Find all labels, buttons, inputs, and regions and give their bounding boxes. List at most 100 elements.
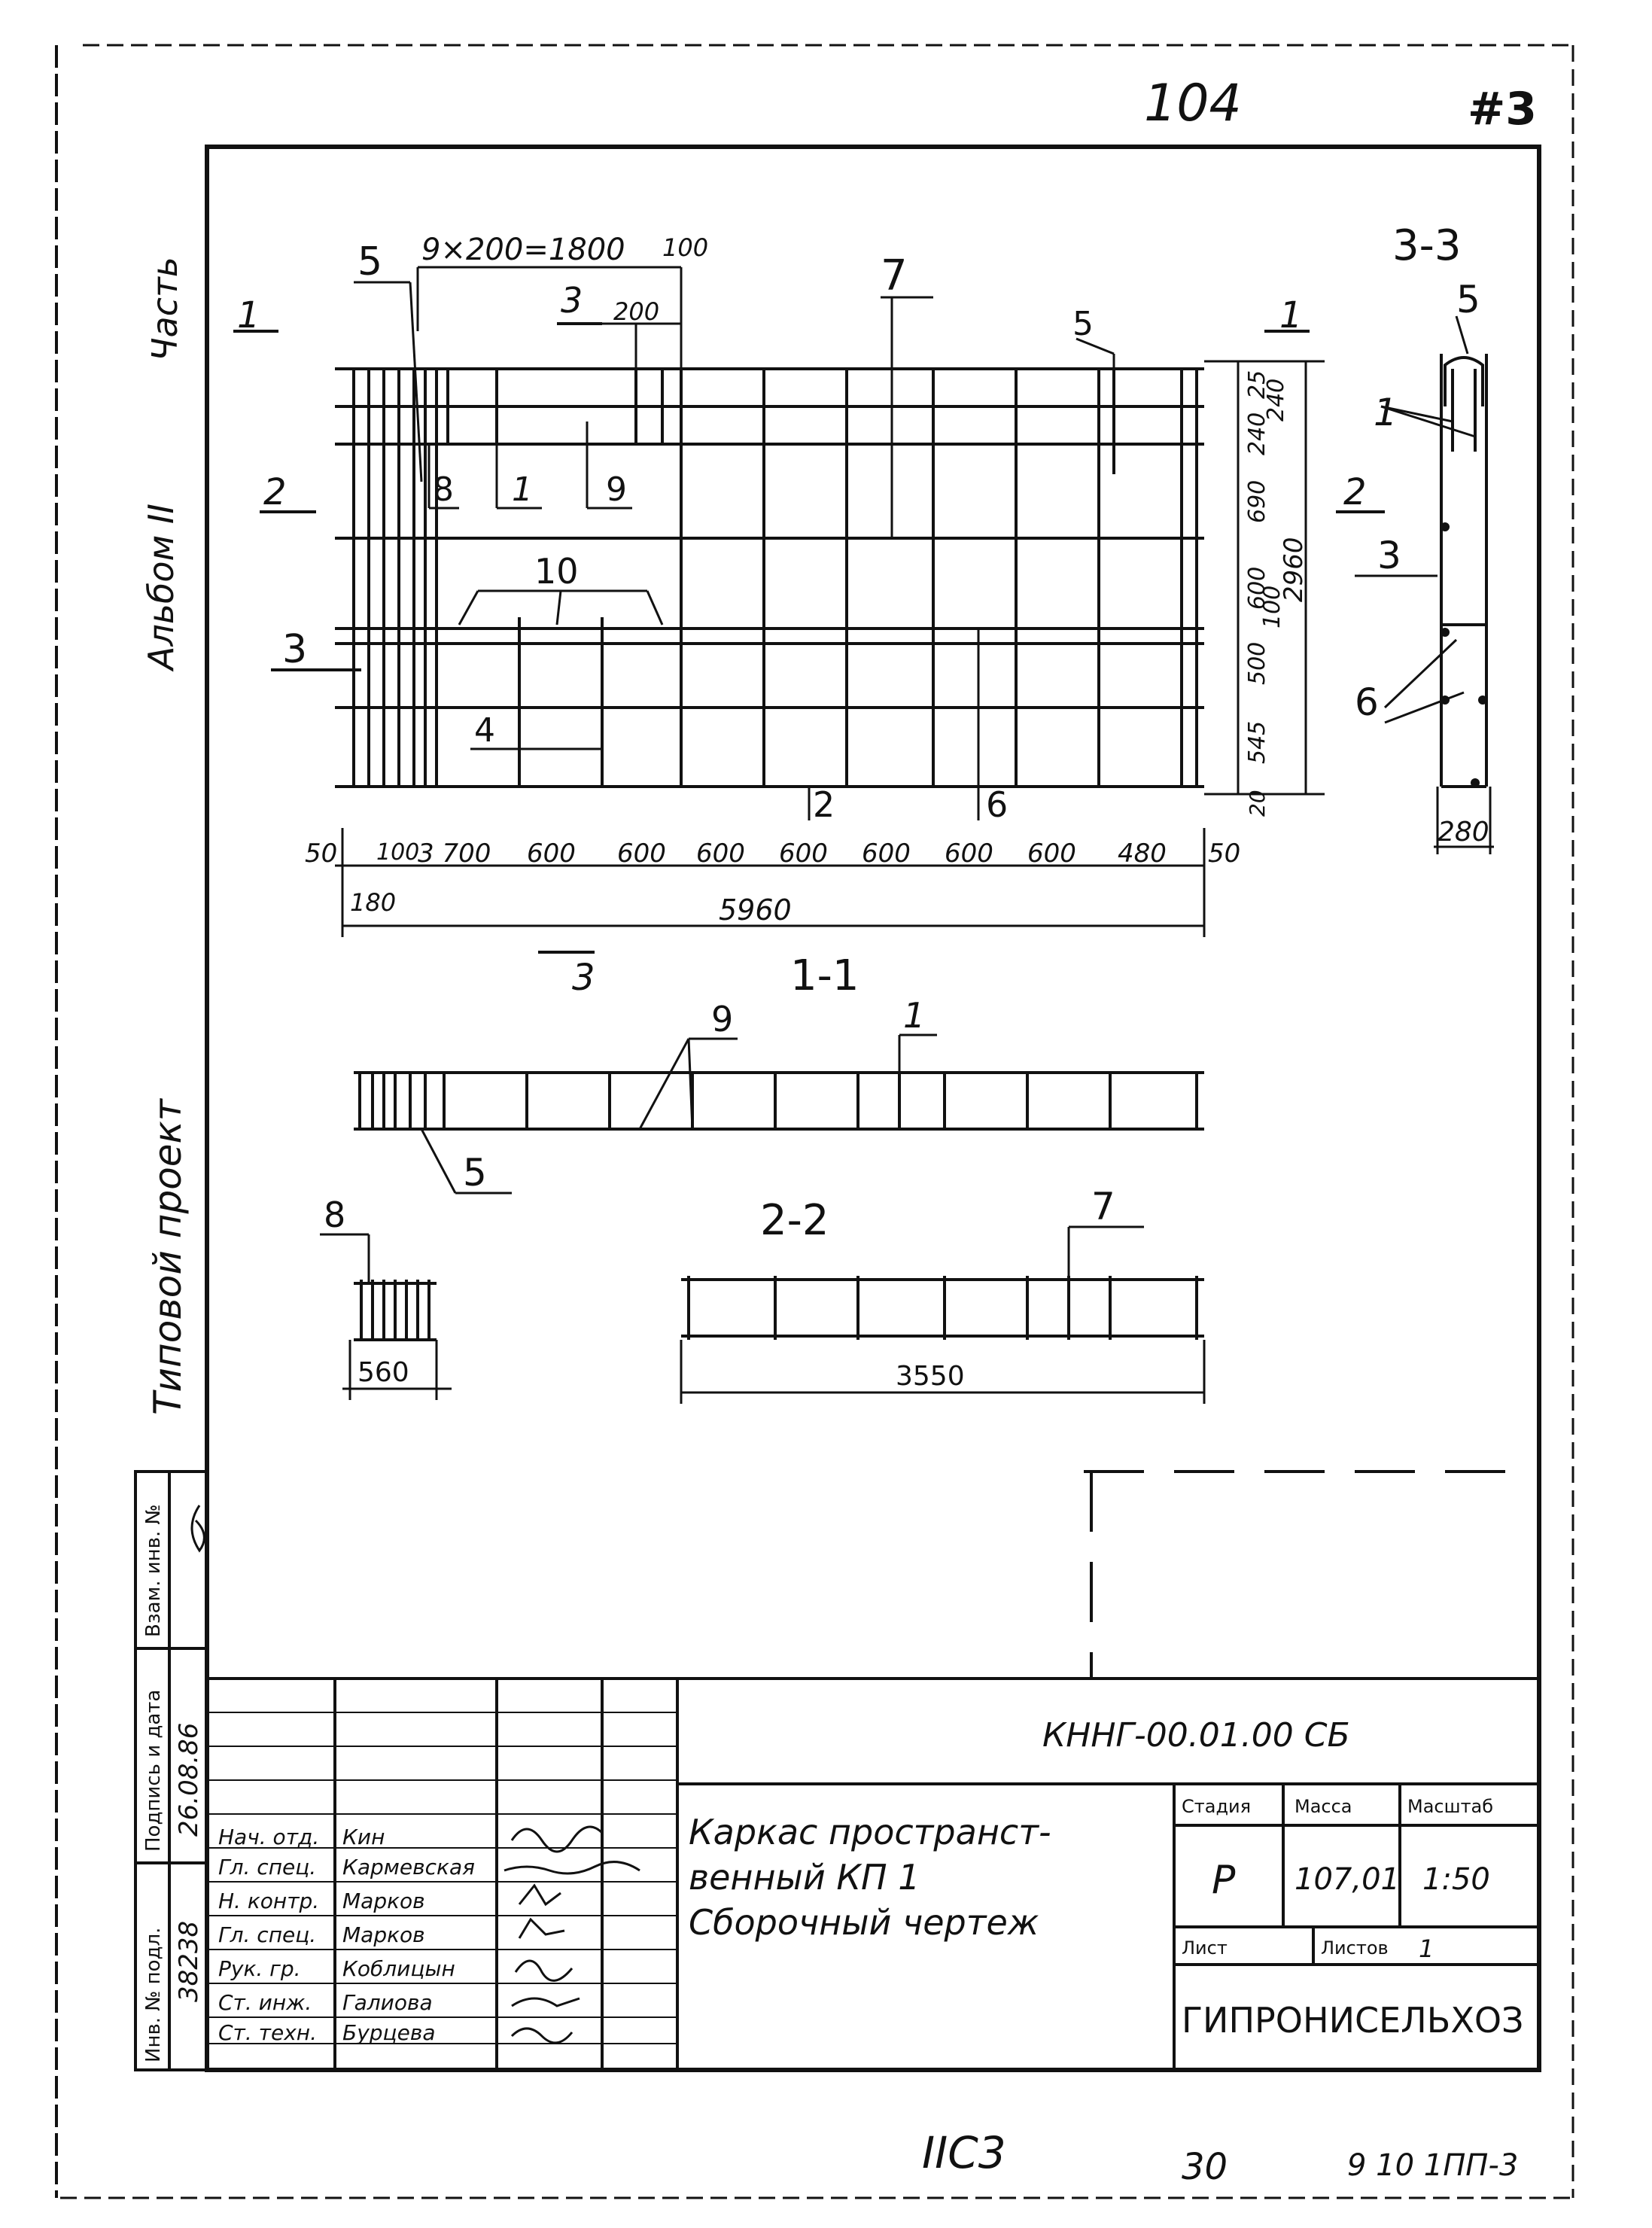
position-2-label: 2 xyxy=(813,784,835,825)
sheets-label: Листов xyxy=(1321,1937,1389,1959)
section-3-3-bar-dot xyxy=(1478,695,1487,705)
section-2-2: 2-2 7 3550 xyxy=(680,1185,1206,1404)
section-1-1-leaders xyxy=(420,1033,937,1195)
main-view-bars xyxy=(335,367,1204,788)
leader-1 xyxy=(1380,405,1453,423)
leader-1 xyxy=(1380,405,1476,438)
page-number: 104 xyxy=(1144,74,1242,133)
right-dim-label: 545 xyxy=(1244,721,1270,764)
sheets-value: 1 xyxy=(1419,1934,1434,1963)
section-3-3: 3-3 5 1 3 6 280 xyxy=(1355,221,1494,854)
section-1-right-label: 1 xyxy=(1279,294,1303,336)
right-dim-label: 240 xyxy=(1263,379,1289,422)
side-stamp-replace-label: Взам. инв. № xyxy=(142,1504,165,1637)
signature-scribbles xyxy=(190,1505,640,2044)
side-stamp-grid xyxy=(134,1470,208,2071)
position-1-label: 1 xyxy=(512,470,533,509)
role-label: Гл. спец. xyxy=(218,1922,316,1947)
right-dim-label: 100 xyxy=(1259,586,1285,629)
section-3-3-bar-dot xyxy=(1441,695,1450,705)
detail-8-geometry xyxy=(354,1280,437,1341)
section-2-2-geometry xyxy=(681,1276,1204,1340)
section-3-3-geometry xyxy=(1440,354,1488,788)
position-5b-label: 5 xyxy=(1072,305,1094,343)
leader-6 xyxy=(1383,638,1458,709)
organization-name: ГИПРОНИСЕЛЬХОЗ xyxy=(1182,2000,1524,2041)
total-height-label: 2960 xyxy=(1279,537,1309,602)
detail-8: 8 560 xyxy=(320,1195,452,1400)
footer-note-left: IIC3 xyxy=(922,2127,1006,2178)
leader-9 xyxy=(638,1038,690,1130)
section-1-1-title: 1-1 xyxy=(790,951,859,1000)
binder-note-album: Альбом II xyxy=(141,504,181,672)
section-1-1-pos-5: 5 xyxy=(463,1151,487,1195)
right-dimensions xyxy=(1204,360,1325,796)
section-3-3-pos-6: 6 xyxy=(1355,680,1379,724)
signature xyxy=(514,1959,573,1982)
drawing-title-line-3: Сборочный чертеж xyxy=(689,1902,1039,1943)
sheet-label: Лист xyxy=(1182,1937,1228,1959)
section-1-1: 1-1 xyxy=(354,951,1204,1195)
sheet-frame xyxy=(55,44,1574,2199)
position-7-label: 7 xyxy=(881,251,908,300)
section-markers xyxy=(233,322,1385,954)
side-stamp-inv-value: 38238 xyxy=(174,1921,204,2002)
inner-frame-border xyxy=(205,145,1541,2072)
position-8-label: 8 xyxy=(433,470,454,509)
role-label: Ст. техн. xyxy=(218,2020,317,2045)
dim-spacing-label: 9×200=1800 xyxy=(421,233,625,267)
bottom-dim-label: 600 xyxy=(696,839,745,869)
right-dim-label: 25 xyxy=(1244,370,1270,399)
section-2-2-dims xyxy=(680,1225,1206,1404)
leader-5 xyxy=(420,1128,457,1194)
right-dim-label: 690 xyxy=(1244,480,1270,523)
document-code: КННГ-00.01.00 СБ xyxy=(1042,1716,1350,1755)
role-label: Нач. отд. xyxy=(218,1825,319,1849)
drawing-title-line-1: Каркас пространст- xyxy=(689,1812,1051,1852)
binder-note-typical-project: Типовой проект xyxy=(146,1097,190,1415)
section-3-bottom-label: 3 xyxy=(572,957,595,999)
side-stamp-inv-label: Инв. № подл. xyxy=(142,1928,165,2062)
top-dimensions xyxy=(416,266,683,422)
section-3-top-label: 3 xyxy=(561,280,583,321)
scale-header: Масштаб xyxy=(1407,1796,1493,1817)
position-9-label: 9 xyxy=(606,470,627,509)
signature xyxy=(504,1861,640,1875)
bottom-dim-label: 600 xyxy=(1027,839,1076,869)
leader-10 xyxy=(646,590,664,625)
leader-10 xyxy=(458,590,479,625)
side-stamp-date-value: 26.08.86 xyxy=(174,1723,204,1837)
footer-note-right: 9 10 1ПП-3 xyxy=(1347,2148,1518,2183)
detail-8-width: 560 xyxy=(357,1357,409,1388)
bottom-dim-label: 480 xyxy=(1118,839,1167,869)
section-3-3-width: 280 xyxy=(1438,817,1489,848)
bottom-dim-label: 600 xyxy=(527,839,576,869)
mass-header: Масса xyxy=(1295,1796,1352,1817)
leader-5 xyxy=(1455,315,1469,355)
leader-6 xyxy=(1384,691,1465,724)
position-5a-label: 5 xyxy=(357,239,382,285)
person-name: Галиова xyxy=(342,1990,433,2015)
stage-header: Стадия xyxy=(1182,1796,1251,1817)
section-3-3-pos-3: 3 xyxy=(1377,534,1401,577)
person-name: Марков xyxy=(342,1922,425,1947)
title-block-grid xyxy=(207,1677,1539,2070)
scale-value: 1:50 xyxy=(1422,1862,1490,1897)
section-1-1-pos-1: 1 xyxy=(903,995,925,1036)
signature xyxy=(518,1883,561,1907)
bottom-dimensions xyxy=(335,828,1206,937)
person-name: Марков xyxy=(342,1889,425,1913)
bottom-dim-label: 50 xyxy=(305,839,337,869)
bottom-dim-label: 50 xyxy=(1208,839,1240,869)
detail-8-dims xyxy=(320,1233,452,1400)
position-10-label: 10 xyxy=(534,551,579,592)
leader-5b xyxy=(1075,337,1115,355)
section-3-3-bar-dot xyxy=(1441,628,1450,637)
section-1-1-geometry xyxy=(354,1071,1204,1131)
leader-10 xyxy=(555,590,562,625)
right-dim-label: 500 xyxy=(1244,642,1270,685)
binder-note-part: Часть xyxy=(145,257,185,361)
mass-value: 107,01 xyxy=(1295,1862,1400,1897)
corner-mark: #3 xyxy=(1468,83,1537,135)
